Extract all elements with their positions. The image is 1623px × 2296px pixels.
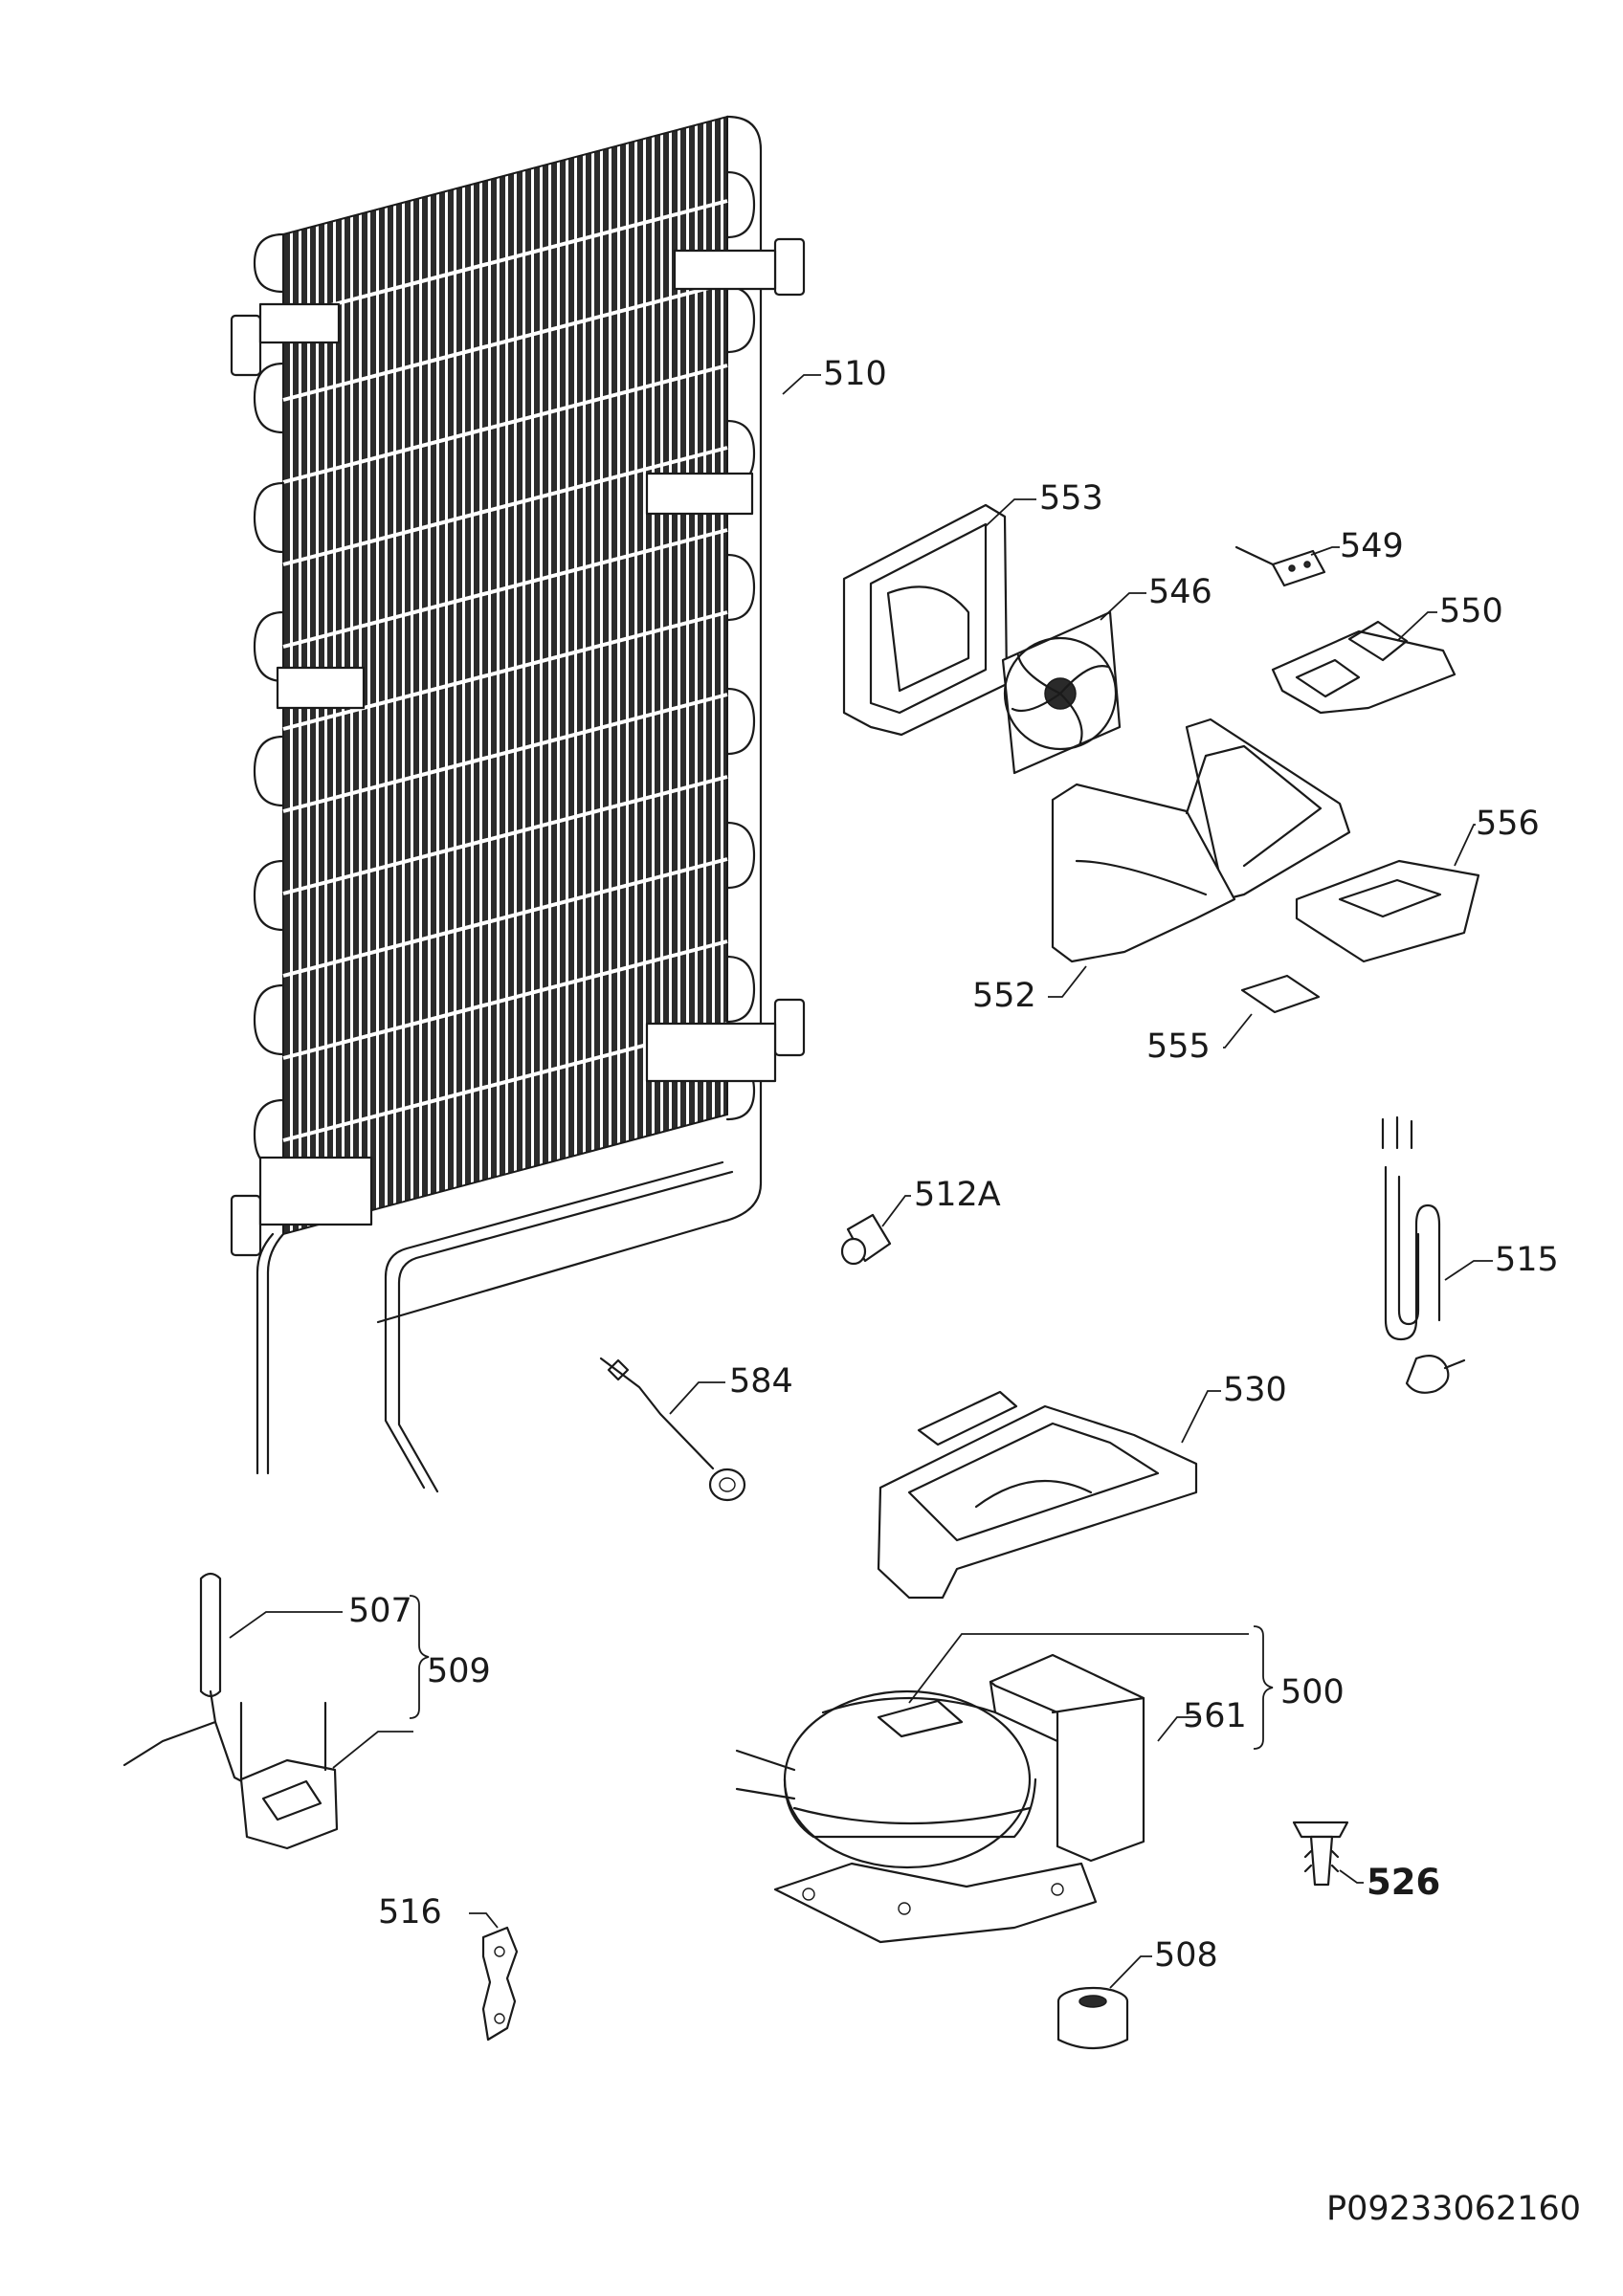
label-526: 526 <box>1367 1862 1440 1903</box>
compressor <box>735 1689 1098 1944</box>
air-duct <box>1051 718 1351 963</box>
pipe-clip <box>481 1926 519 2042</box>
air-damper <box>1271 620 1456 715</box>
defrost-heater <box>1381 1115 1466 1394</box>
temperature-sensor-board <box>1234 545 1326 587</box>
condenser <box>230 115 806 1493</box>
label-556: 556 <box>1476 805 1540 843</box>
label-530: 530 <box>1223 1371 1287 1409</box>
label-512a: 512A <box>914 1176 1001 1214</box>
filter-drier <box>122 1572 258 1791</box>
thermostat-probe <box>599 1357 746 1502</box>
plastic-rivet <box>1292 1821 1349 1887</box>
label-507: 507 <box>348 1592 412 1630</box>
label-550: 550 <box>1439 592 1503 630</box>
fan-motor <box>1001 610 1122 775</box>
label-561: 561 <box>1183 1697 1247 1735</box>
label-510: 510 <box>823 355 887 393</box>
part-labels: 510 553 549 546 550 556 552 555 512A 515… <box>348 355 1559 1975</box>
label-553: 553 <box>1039 479 1103 518</box>
start-relay <box>239 1701 339 1850</box>
compressor-tray <box>877 1390 1198 1600</box>
label-549: 549 <box>1340 527 1404 565</box>
label-508: 508 <box>1154 1936 1218 1975</box>
filter-pad <box>1240 974 1321 1014</box>
leader-lines <box>229 374 1493 1989</box>
label-546: 546 <box>1148 573 1212 611</box>
rubber-grommet <box>1056 1986 1129 2049</box>
duct-cover-tray <box>1295 859 1480 963</box>
label-509: 509 <box>427 1652 491 1690</box>
label-584: 584 <box>729 1362 793 1401</box>
inverter-module <box>989 1653 1145 1863</box>
insulation-sleeve <box>840 1213 892 1266</box>
label-515: 515 <box>1495 1241 1559 1279</box>
label-555: 555 <box>1146 1027 1211 1066</box>
label-516: 516 <box>378 1893 442 1932</box>
label-552: 552 <box>972 977 1036 1015</box>
label-500: 500 <box>1280 1673 1345 1711</box>
document-code: P09233062160 <box>1326 2190 1581 2228</box>
fan-cover <box>842 503 1009 737</box>
